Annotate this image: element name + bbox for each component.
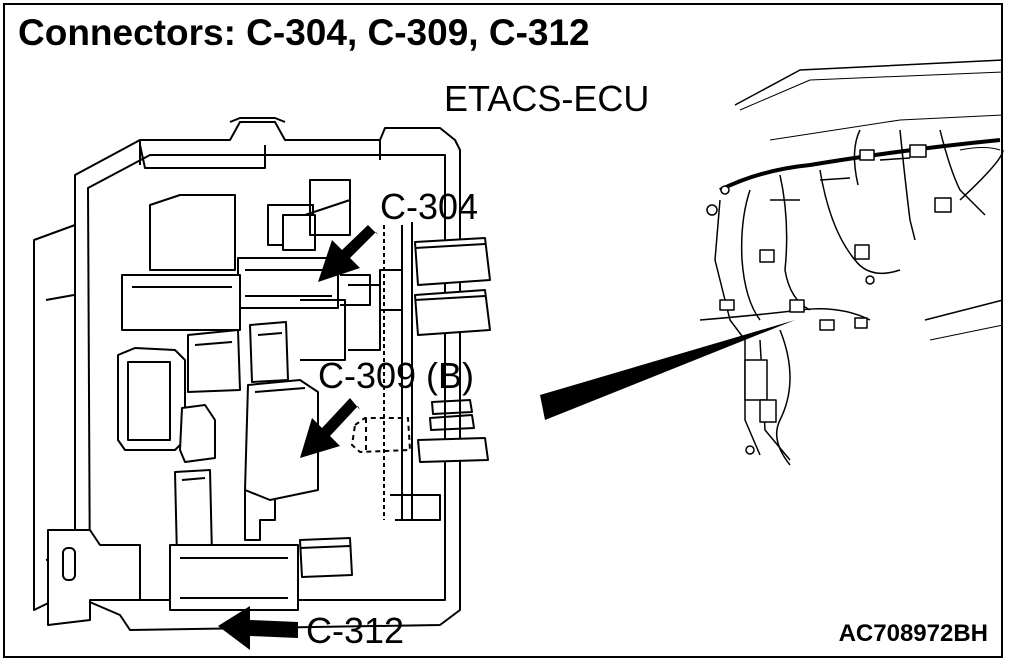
ecu-top-blocks bbox=[149, 179, 351, 271]
callout-label-c309: C-309 (B) bbox=[318, 355, 475, 396]
callout-label-c312: C-312 bbox=[306, 610, 405, 651]
hidden-connector bbox=[351, 417, 411, 453]
figure-code: AC708972BH bbox=[838, 620, 988, 647]
figure-frame bbox=[3, 3, 1003, 658]
connector-c309 bbox=[244, 379, 319, 541]
relay-blocks bbox=[414, 237, 491, 463]
location-leader-wedge bbox=[540, 320, 795, 420]
arrow-c309 bbox=[300, 398, 360, 458]
connector-c312 bbox=[169, 544, 299, 611]
component-label: ETACS-ECU bbox=[444, 78, 650, 119]
arrow-c312 bbox=[218, 606, 298, 650]
callout-label-c304: C-304 bbox=[380, 186, 479, 227]
ecu-mid-components bbox=[117, 284, 381, 463]
connector-c304 bbox=[121, 257, 403, 331]
diagram-title: Connectors: C-304, C-309, C-312 bbox=[18, 12, 590, 53]
vehicle-harness-illustration bbox=[699, 59, 1004, 466]
arrow-c304 bbox=[318, 225, 378, 282]
